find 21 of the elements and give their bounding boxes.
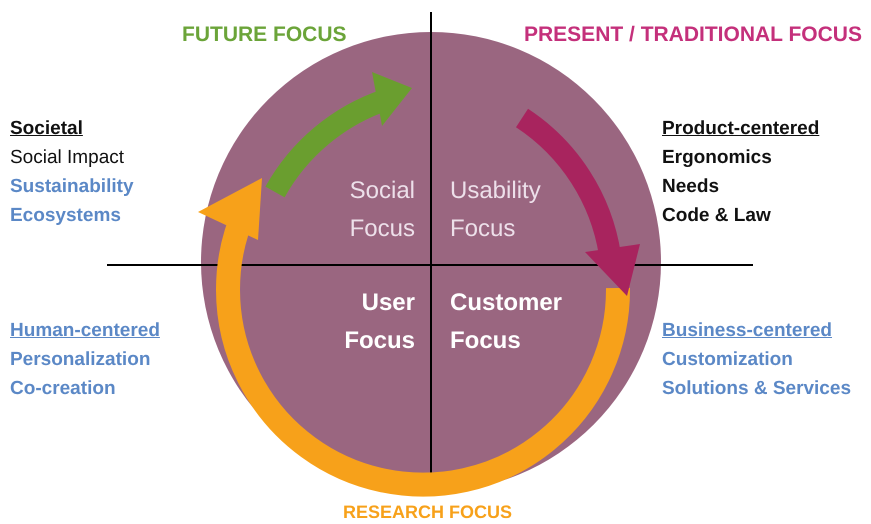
- list-heading: Societal: [10, 118, 83, 141]
- quadrant-label: Social Focus: [348, 176, 415, 244]
- list-item: Ergonomics: [662, 147, 772, 170]
- section-heading: FUTURE FOCUS: [182, 22, 346, 48]
- list-item: Personalization: [10, 349, 150, 372]
- quadrant-label: Usability Focus: [450, 176, 542, 244]
- list-item: Code & Law: [662, 205, 771, 228]
- section-heading: RESEARCH FOCUS: [343, 502, 512, 524]
- list-item: Solutions & Services: [662, 378, 852, 401]
- list-item: Social Impact: [10, 147, 124, 170]
- list-item: Customization: [662, 349, 793, 372]
- quadrant-label: Customer Focus: [450, 288, 564, 356]
- list-item: Ecosystems: [10, 205, 121, 228]
- list-heading: Business-centered: [662, 320, 832, 343]
- list-item: Co-creation: [10, 378, 116, 401]
- list-heading: Product-centered: [662, 118, 820, 141]
- quadrant-label: User Focus: [343, 288, 415, 356]
- list-heading: Human-centered: [10, 320, 160, 343]
- list-item: Needs: [662, 176, 720, 199]
- section-heading: PRESENT / TRADITIONAL FOCUS: [524, 22, 862, 48]
- list-item: Sustainability: [10, 176, 134, 199]
